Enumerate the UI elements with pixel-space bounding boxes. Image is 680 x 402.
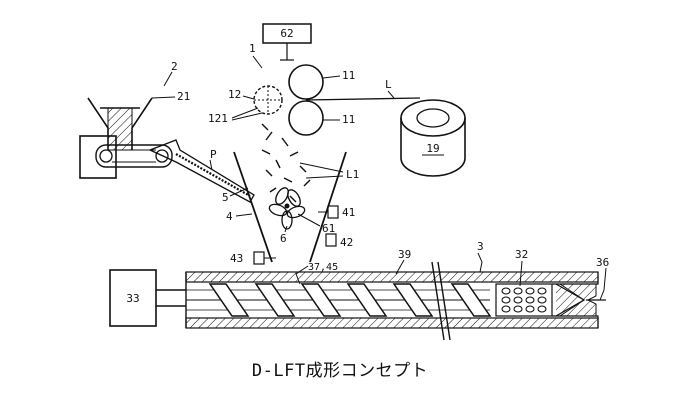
label-61: 61 (322, 222, 335, 235)
label-12: 12 (228, 88, 241, 101)
label-4: 4 (226, 210, 233, 223)
roller-11-lower (288, 100, 324, 136)
label-11-upper: 11 (342, 69, 355, 82)
label-11-lower: 11 (342, 113, 355, 126)
motor-33 (109, 269, 157, 327)
disperser-fan-6: 61 6 (268, 187, 335, 245)
label-2: 2 (171, 60, 178, 73)
label-5: 5 (222, 191, 229, 204)
funnel-4: 5 4 41 42 43 (222, 151, 355, 265)
label-19: 19 (426, 142, 439, 155)
resin-hopper-2: 2 21 P (79, 60, 255, 203)
label-L1: L1 (346, 168, 359, 181)
label-121: 121 (208, 112, 228, 125)
extruder-3: 33 (109, 240, 609, 341)
label-62: 62 (280, 27, 293, 40)
cutter-unit-1: 1 11 11 12 121 (208, 42, 355, 136)
label-33: 33 (126, 292, 139, 305)
label-43: 43 (230, 252, 243, 265)
label-39: 39 (398, 248, 411, 261)
label-L: L (385, 78, 392, 91)
label-1: 1 (249, 42, 256, 55)
figure-caption: D-LFT成形コンセプト (251, 361, 429, 381)
label-37-45: 37,45 (308, 262, 338, 273)
label-36: 36 (596, 256, 609, 269)
controller-box-62: 62 (262, 23, 312, 61)
d-lft-schematic: 62 1 11 11 12 121 L 19 (79, 23, 609, 341)
label-3: 3 (477, 240, 484, 253)
label-32: 32 (515, 248, 528, 261)
label-21: 21 (177, 90, 190, 103)
label-P: P (210, 148, 217, 161)
fiber-spool-19: L 19 (305, 78, 466, 177)
chopped-fibers-L1 (261, 123, 344, 203)
label-42: 42 (340, 236, 353, 249)
label-6: 6 (280, 232, 287, 245)
label-41: 41 (342, 206, 355, 219)
roller-11-upper (288, 64, 324, 100)
